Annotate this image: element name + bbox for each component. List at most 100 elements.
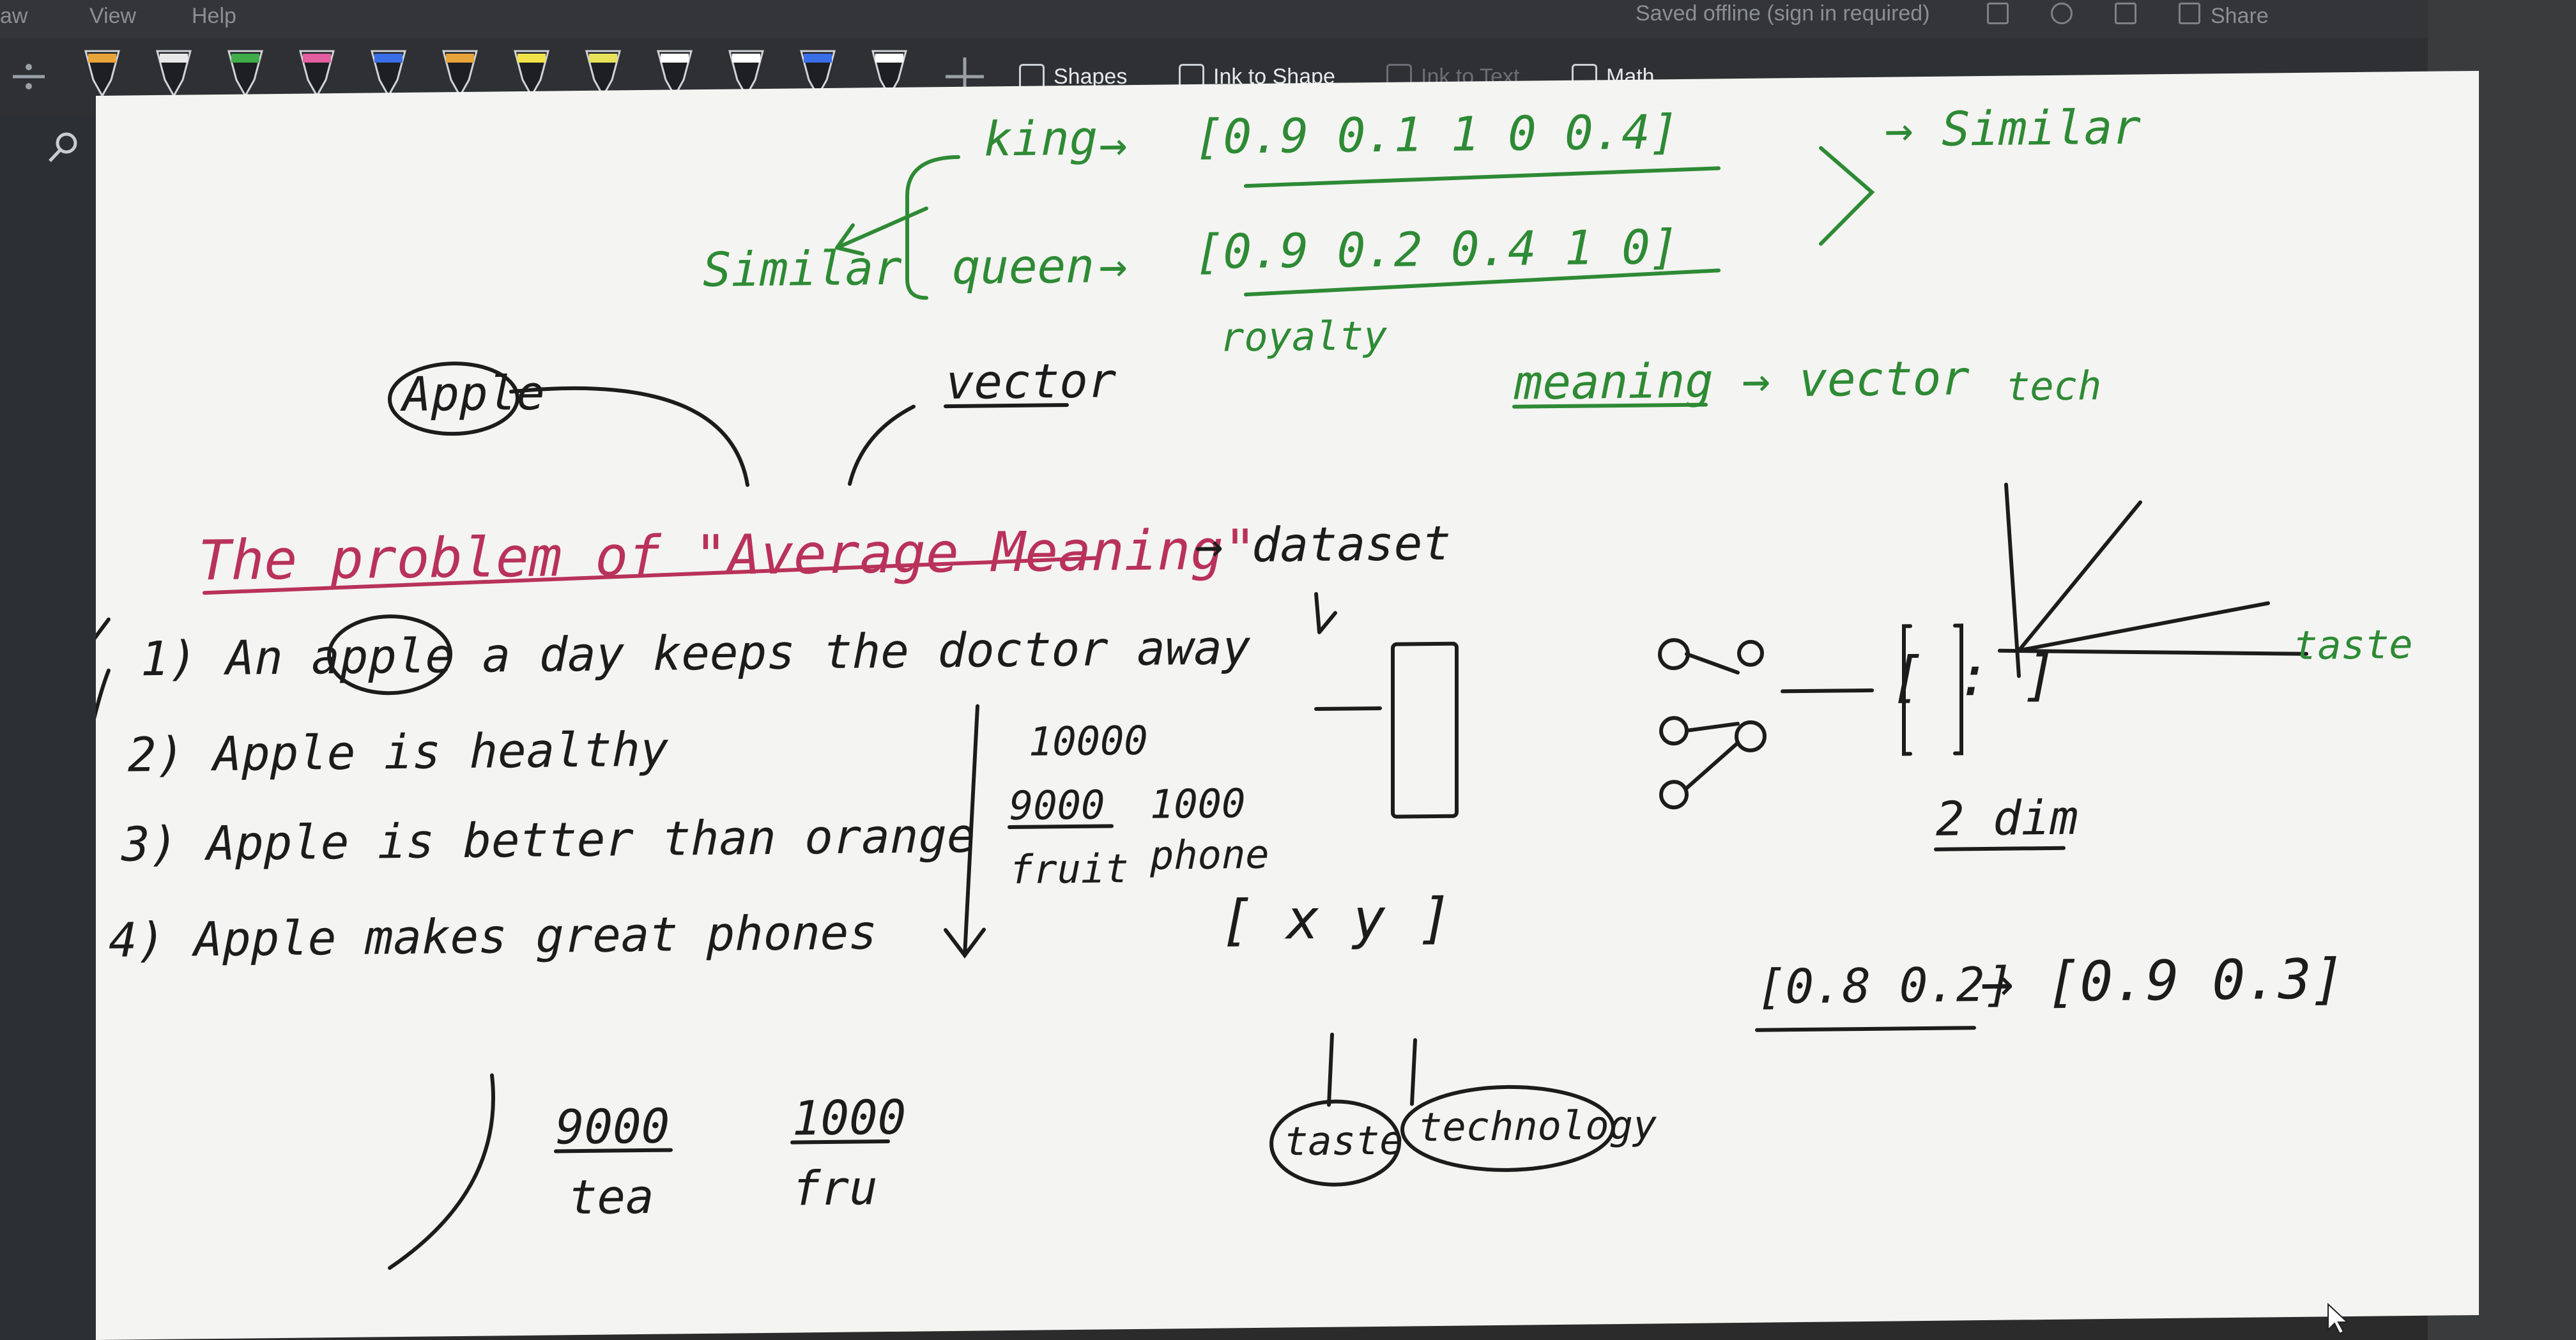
freq-arrow-line xyxy=(963,704,979,957)
meaning-underline xyxy=(1512,402,1708,409)
pen-2-icon[interactable] xyxy=(156,50,192,98)
left-brace xyxy=(96,668,111,993)
bell-icon[interactable] xyxy=(2115,3,2136,24)
tech-up-arrow xyxy=(1410,1038,1417,1106)
node-circle xyxy=(1737,639,1764,667)
similar-left-label: Similar xyxy=(703,240,902,298)
node-circle xyxy=(1659,716,1689,746)
ink-strokes xyxy=(96,146,2308,1270)
dataset-label: → dataset xyxy=(1195,515,1451,574)
pen-10-icon[interactable] xyxy=(728,50,764,98)
technology-word-circle xyxy=(1400,1085,1615,1172)
dataset-box xyxy=(1391,641,1459,819)
taste-axis xyxy=(1998,648,2308,656)
sentence-1: 1) An apple a day keeps the doctor away xyxy=(141,620,1251,687)
problem-underline xyxy=(203,556,1101,595)
fru-label: fru xyxy=(792,1161,878,1217)
b9000-underline xyxy=(554,1148,673,1153)
vector-word: vector xyxy=(946,353,1117,411)
node-edge xyxy=(1685,722,1740,733)
average-to-vector-arrow xyxy=(848,404,916,486)
mouse-pointer-icon xyxy=(2327,1303,2349,1335)
right-bracket-stroke xyxy=(1819,146,1875,246)
king-word: king xyxy=(984,110,1098,167)
sentence-3: 3) Apple is better than orange xyxy=(121,808,976,872)
dataset-down-arrow xyxy=(1314,591,1337,634)
arrow-into-box xyxy=(1314,706,1382,711)
similar-right-label: → Similar xyxy=(1885,100,2141,158)
pen-palette xyxy=(84,50,907,98)
phone-label: phone xyxy=(1150,830,1269,879)
pen-1-icon[interactable] xyxy=(84,50,120,98)
king-vector: [0.9 0.1 1 0 0.4] xyxy=(1195,105,1679,165)
two-dim-label: 2 dim xyxy=(1936,790,2078,847)
bottom-9000: 9000 xyxy=(556,1099,670,1155)
pen-6-icon[interactable] xyxy=(442,50,478,98)
n9000-underline xyxy=(1008,824,1114,830)
node-circle xyxy=(1735,720,1767,752)
pen-8-icon[interactable] xyxy=(585,50,621,98)
count-9000: 9000 xyxy=(1009,781,1105,830)
lightbulb-icon[interactable] xyxy=(2051,3,2073,24)
tech-axis-label: tech xyxy=(2006,362,2102,410)
xy-vector: [ x y ] xyxy=(1220,886,1452,953)
column-vector-dots: [ : ] xyxy=(1891,643,2057,710)
left-arrow-stroke xyxy=(835,206,928,256)
eraser-icon[interactable] xyxy=(13,64,45,89)
technology-word: technology xyxy=(1418,1101,1657,1151)
drawing-canvas[interactable]: king → [0.9 0.1 1 0 0.4] → Similar Simil… xyxy=(96,70,2479,1340)
queen-word: queen xyxy=(952,238,1094,295)
menu-item-draw[interactable]: aw xyxy=(0,4,28,28)
share-icon[interactable] xyxy=(2179,3,2200,24)
apple-circled-word: Apple xyxy=(402,365,545,422)
apple-to-average-arrow xyxy=(509,386,749,487)
toolbar-icons xyxy=(13,50,984,98)
pen-4-icon[interactable] xyxy=(299,50,335,98)
node-circle xyxy=(1659,780,1689,810)
search-icon[interactable] xyxy=(45,128,83,166)
shapes-button[interactable]: Shapes xyxy=(1019,57,1127,96)
tea-label: tea xyxy=(569,1169,654,1226)
menu-bar: aw View Help Saved offline (sign in requ… xyxy=(0,0,2428,38)
taste-word: taste xyxy=(1284,1116,1404,1165)
down-arrow-left xyxy=(96,592,111,648)
queen-vector: [0.9 0.2 0.4 1 0] xyxy=(1195,220,1679,280)
vec-a-underline xyxy=(1755,1026,1976,1032)
note-icon[interactable] xyxy=(1987,3,2009,24)
queen-underline xyxy=(1244,268,1721,297)
two-dim-underline xyxy=(1934,846,2066,851)
pen-5-icon[interactable] xyxy=(371,50,406,98)
sentence-4: 4) Apple makes great phones xyxy=(109,905,877,968)
sentence-2: 2) Apple is healthy xyxy=(128,722,669,783)
node-edge xyxy=(1685,651,1740,675)
problem-title: The problem of "Average Meaning" xyxy=(198,517,1257,593)
taste-axis-label: taste xyxy=(2294,621,2413,669)
vector-a: [0.8 0.2] xyxy=(1757,957,2013,1015)
vector-arrow-2 xyxy=(2017,601,2270,653)
vector-underline xyxy=(944,403,1069,409)
share-button[interactable]: Share xyxy=(2211,4,2269,28)
fruit-label: fruit xyxy=(1009,845,1129,894)
count-10000: 10000 xyxy=(1029,717,1148,765)
queen-arrow: → xyxy=(1099,238,1128,294)
sync-status: Saved offline (sign in required) xyxy=(1636,1,1930,26)
menu-item-view[interactable]: View xyxy=(89,4,137,28)
pen-3-icon[interactable] xyxy=(227,50,263,98)
shapes-label: Shapes xyxy=(1054,64,1128,89)
taste-up-arrow xyxy=(1327,1032,1334,1107)
freq-arrow-head xyxy=(944,927,986,959)
vector-b: → [0.9 0.3] xyxy=(1981,947,2345,1016)
pen-9-icon[interactable] xyxy=(657,50,693,98)
pen-7-icon[interactable] xyxy=(514,50,549,98)
page-list-panel xyxy=(0,115,96,1340)
curved-arrow-bottom xyxy=(388,1073,495,1270)
left-brace-stroke xyxy=(905,155,960,300)
tech-axis xyxy=(2004,482,2021,678)
column-vector-bracket xyxy=(1902,623,1963,756)
apple-word-circle xyxy=(388,362,519,436)
royalty-label: royalty xyxy=(1220,312,1388,361)
node-edge xyxy=(1685,741,1740,790)
taste-word-circle xyxy=(1269,1099,1401,1187)
menu-item-help[interactable]: Help xyxy=(192,4,236,28)
vector-arrow-1 xyxy=(2017,500,2142,653)
